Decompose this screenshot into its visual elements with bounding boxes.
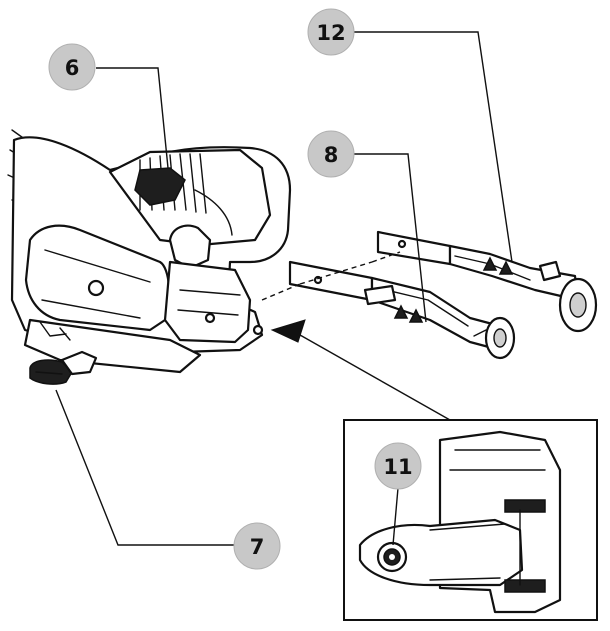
callout-6: 6 [48,43,96,91]
leader-8 [348,153,427,323]
callout-7: 7 [233,522,281,570]
leader-6 [96,67,169,169]
callout-8: 8 [307,130,355,178]
leader-12 [352,31,513,263]
callout-label-11: 11 [383,455,412,479]
callout-label-8: 8 [324,143,339,167]
callout-12: 12 [307,8,355,56]
callout-label-7: 7 [250,535,265,559]
leader-7 [55,389,240,546]
detail-pointer-arrow [270,319,451,421]
leader-11 [392,487,399,546]
callout-label-6: 6 [65,56,80,80]
belt-arm-12 [376,230,598,333]
tension-lever [29,350,98,385]
callout-label-12: 12 [316,21,345,45]
belt-arm-8 [288,260,516,360]
callout-11: 11 [374,442,422,490]
tool-body [7,129,292,374]
